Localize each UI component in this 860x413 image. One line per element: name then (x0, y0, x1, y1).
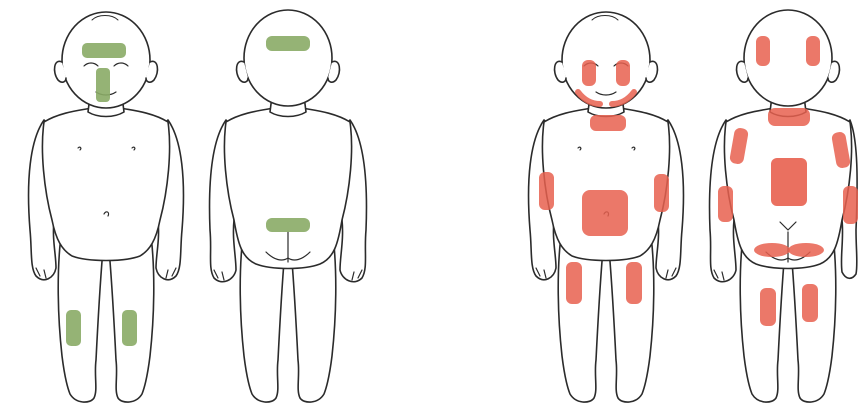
zone-left-buttock[interactable] (754, 243, 790, 257)
zone-upper-back[interactable] (768, 108, 810, 126)
zone-left-forearm[interactable] (718, 186, 733, 222)
zone-mid-back[interactable] (771, 158, 807, 206)
zone-right-thigh-back[interactable] (802, 284, 818, 322)
zone-right-buttock[interactable] (788, 243, 824, 257)
zone-left-thigh-back[interactable] (760, 288, 776, 326)
zone-back-of-head-left[interactable] (756, 36, 770, 66)
zone-right-forearm[interactable] (843, 186, 858, 224)
zone-back-of-head-right[interactable] (806, 36, 820, 66)
